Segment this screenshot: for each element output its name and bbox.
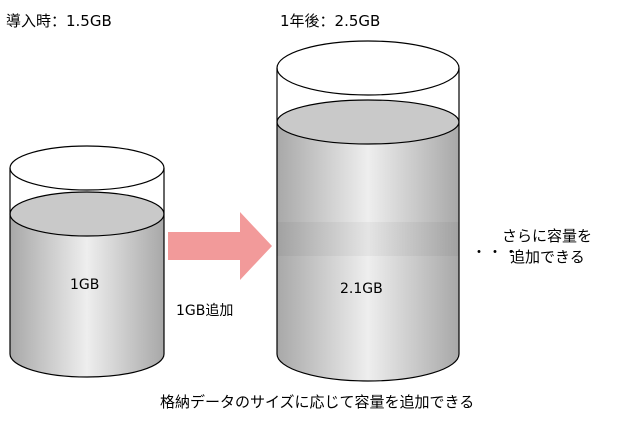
left-cylinder	[9, 145, 165, 378]
left-cylinder-rim	[9, 145, 165, 191]
more-note-line2: 追加できる	[510, 248, 585, 266]
arrow-label: 1GB追加	[176, 303, 234, 319]
more-note-line1: さらに容量を	[502, 227, 593, 245]
right-cylinder-added-band	[277, 222, 459, 256]
left-content-label: 1GB	[70, 277, 100, 293]
right-cylinder	[276, 40, 460, 382]
right-cylinder-rim	[276, 40, 460, 96]
left-heading: 導入時：1.5GB	[6, 12, 112, 30]
ellipsis: ・・・	[472, 245, 520, 261]
add-arrow	[168, 212, 272, 280]
right-content-label: 2.1GB	[340, 281, 383, 297]
left-cylinder-liquid-surface	[9, 191, 165, 237]
left-cylinder-liquid	[10, 214, 164, 377]
right-cylinder-liquid-surface	[276, 99, 460, 145]
caption: 格納データのサイズに応じて容量を追加できる	[160, 393, 475, 411]
right-heading: 1年後：2.5GB	[280, 12, 381, 30]
